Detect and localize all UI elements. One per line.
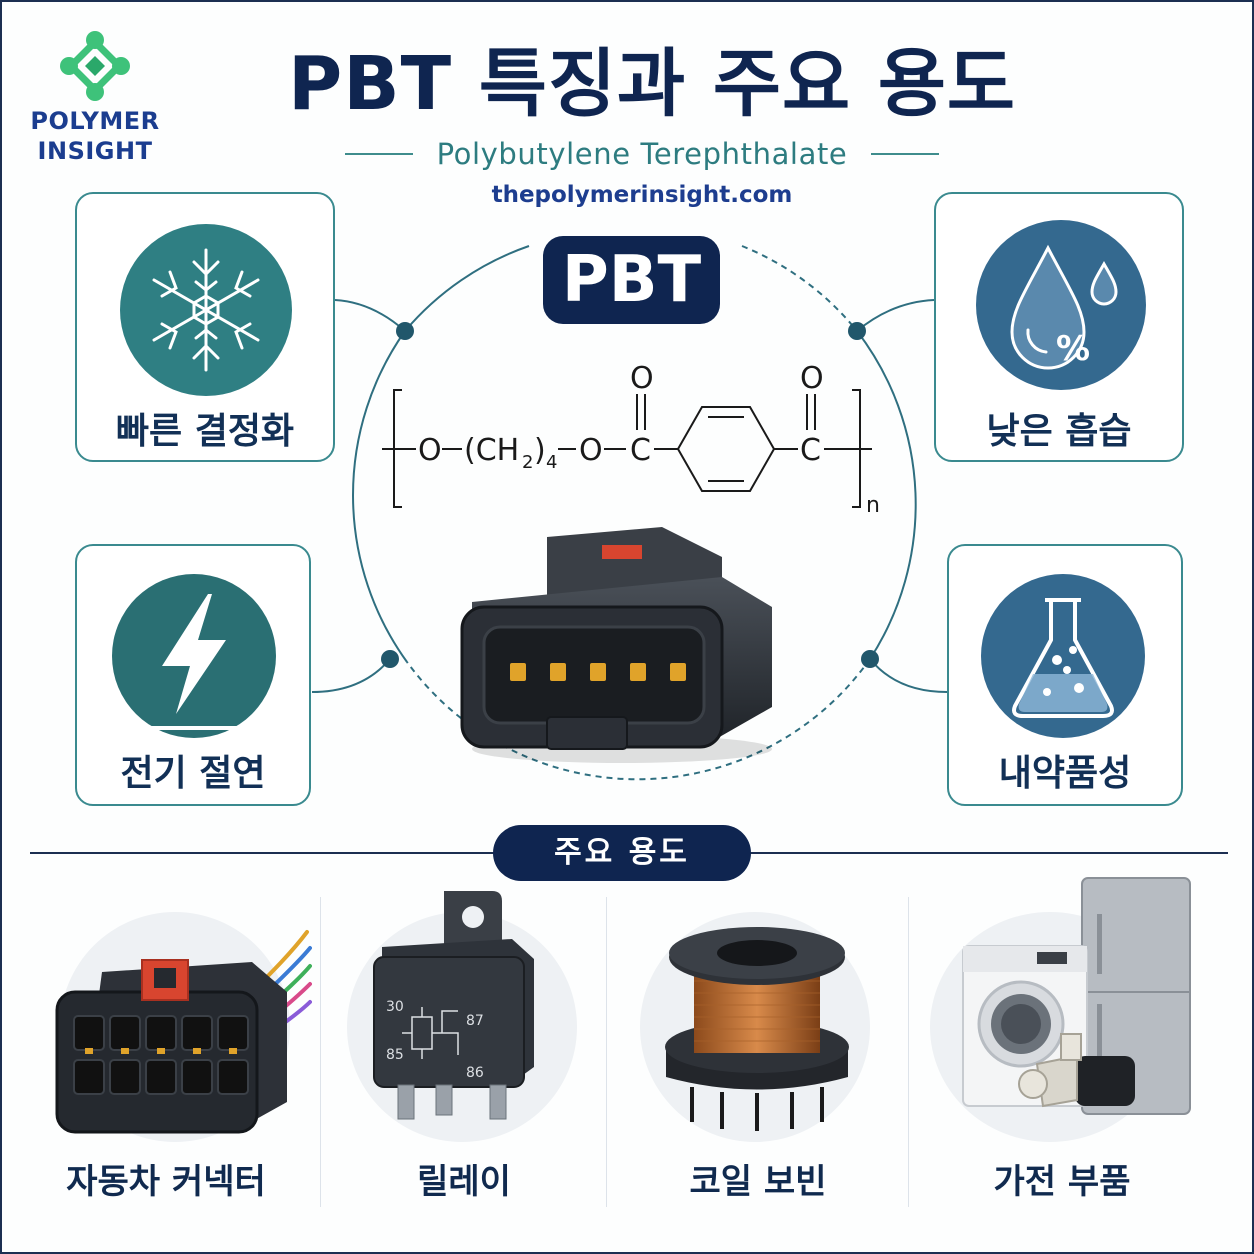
water-drop-percent-icon: % (976, 220, 1146, 390)
relay-pin-30: 30 (386, 999, 404, 1015)
lightning-bolt-icon (112, 574, 276, 738)
subtitle-row: Polybutylene Terephthalate (342, 134, 942, 174)
subtitle-rule-left (344, 153, 413, 155)
formula-o-mid: O (579, 433, 603, 468)
chemistry-flask-icon (981, 574, 1145, 738)
feature-card-low-moisture: % 낮은 흡습 (934, 192, 1184, 462)
formula-repeat-n: n (866, 493, 880, 518)
formula-o-top-right: O (800, 361, 824, 396)
automotive-connector-icon (55, 930, 312, 1134)
pbt-connector-illustration (460, 527, 772, 763)
feature-label: 빠른 결정화 (115, 411, 295, 452)
formula-c-right: C (800, 433, 821, 468)
use-label: 릴레이 (417, 1162, 511, 1202)
relay-pin-86: 86 (466, 1065, 484, 1081)
feature-label: 전기 절연 (120, 753, 266, 794)
coil-bobbin-icon (665, 927, 849, 1131)
relay-icon: 30 87 85 86 (373, 891, 534, 1120)
formula-ch2-close: ) (534, 433, 546, 468)
feature-card-electrical-insulation: 전기 절연 (75, 544, 311, 806)
percent-glyph: % (1056, 329, 1090, 369)
uses-section-title: 주요 용도 (493, 825, 751, 881)
brand-line2: INSIGHT (37, 137, 153, 165)
relay-pin-85: 85 (386, 1047, 404, 1063)
formula-o-top-left: O (630, 361, 654, 396)
use-label: 자동차 커넥터 (66, 1162, 266, 1202)
use-label: 코일 보빈 (689, 1162, 827, 1202)
subtitle: Polybutylene Terephthalate (436, 137, 848, 171)
website-link[interactable]: thepolymerinsight.com (491, 182, 793, 208)
home-appliance-icon (962, 877, 1191, 1115)
formula-ch2: (CH (464, 433, 519, 468)
formula-c-left: C (630, 433, 651, 468)
relay-pin-87: 87 (466, 1013, 484, 1029)
brand-line1: POLYMER (30, 107, 160, 135)
column-divider (320, 897, 321, 1207)
pbt-badge: PBT (543, 236, 720, 324)
formula-ch2-count: 4 (546, 452, 557, 473)
page-title: PBT 특징과 주요 용도 (288, 41, 1016, 127)
feature-card-chemical-resistance: 내약품성 (947, 544, 1183, 806)
pbt-structural-formula: O (CH 2 ) 4 O C O C O n (382, 361, 880, 518)
brand-logo: POLYMER INSIGHT (30, 30, 160, 170)
feature-label: 내약품성 (998, 753, 1132, 794)
column-divider (606, 897, 607, 1207)
feature-card-fast-crystallization: 빠른 결정화 (75, 192, 335, 462)
formula-ch2-sub: 2 (522, 452, 533, 473)
formula-o-left: O (418, 433, 442, 468)
feature-label: 낮은 흡습 (986, 411, 1132, 452)
use-label: 가전 부품 (993, 1162, 1131, 1202)
polymer-logo-icon (60, 31, 130, 101)
column-divider (908, 897, 909, 1207)
snowflake-icon (120, 224, 292, 396)
subtitle-rule-right (871, 153, 940, 155)
center-ring (311, 245, 948, 781)
